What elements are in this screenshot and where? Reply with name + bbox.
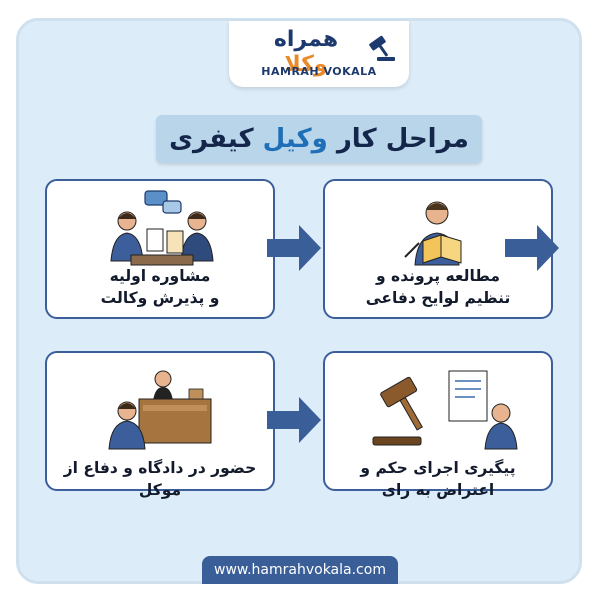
step-label-verdict: پیگیری اجرای حکم و اعتراض به رای — [360, 459, 516, 499]
courtroom-icon — [108, 370, 212, 450]
page-title: مراحل کار وکیل کیفری — [156, 115, 482, 163]
step-card-verdict: پیگیری اجرای حکم و اعتراض به رای — [323, 351, 553, 499]
brand-title-accent: وکلا — [284, 52, 328, 77]
step-card-courtroom: حضور در دادگاه و دفاع از موکل — [45, 351, 275, 499]
gavel-logo-icon — [369, 35, 395, 61]
arrow-right-icon — [267, 397, 321, 443]
step-card-case-study: مطالعه پرونده و تنظیم لوایح دفاعی — [323, 179, 553, 319]
website-link[interactable]: www.hamrahvokala.com — [202, 556, 398, 584]
brand-title: همراه وکلا — [251, 27, 361, 77]
step-label-case-study: مطالعه پرونده و تنظیم لوایح دفاعی — [365, 267, 511, 307]
reading-case-icon — [404, 201, 462, 266]
arrow-right-icon — [267, 225, 321, 271]
title-part1: مراحل کار — [336, 124, 469, 154]
infographic-frame: همراه وکلا HAMRAH VOKALA مراحل کار وکیل … — [16, 18, 582, 584]
brand-logo[interactable]: همراه وکلا HAMRAH VOKALA — [229, 21, 409, 87]
step-label-consultation: مشاوره اولیه و پذیرش وکالت — [100, 267, 220, 307]
brand-title-main: همراه — [273, 27, 339, 52]
arrow-right-icon — [505, 225, 559, 271]
step-label-courtroom: حضور در دادگاه و دفاع از موکل — [63, 459, 257, 499]
title-part2: کیفری — [169, 124, 254, 154]
step-card-consultation: مشاوره اولیه و پذیرش وکالت — [45, 179, 275, 319]
brand-subtitle: HAMRAH VOKALA — [261, 65, 377, 78]
gavel-document-icon — [372, 370, 518, 450]
consultation-icon — [110, 190, 214, 266]
title-accent: وکیل — [262, 124, 328, 154]
